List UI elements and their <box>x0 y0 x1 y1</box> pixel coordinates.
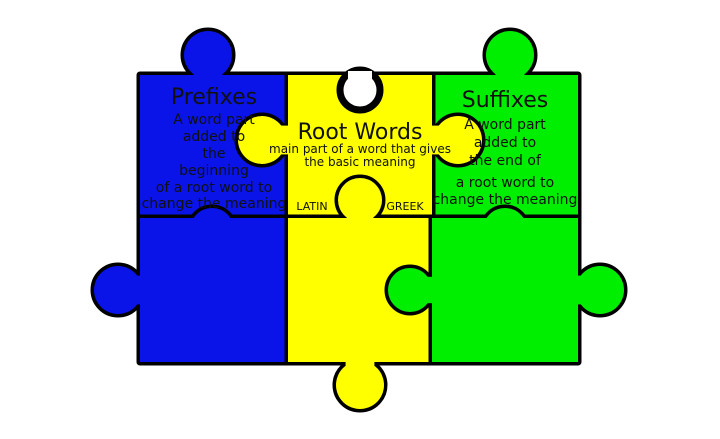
root-words-line: the basic meaning <box>304 155 415 169</box>
suffixes-title: Suffixes <box>462 88 549 113</box>
prefixes-line: A word part <box>173 112 255 128</box>
root-words-title: Root Words <box>298 120 423 145</box>
prefixes-line: beginning <box>179 163 249 179</box>
suffixes-line: the end of <box>469 153 542 169</box>
root-words-text: Root Words main part of a word that give… <box>269 120 451 213</box>
suffixes-line: a root word to <box>456 175 554 191</box>
prefix-piece-bottom <box>90 204 292 366</box>
root-piece-top <box>234 66 486 222</box>
prefixes-line: change the meaning <box>142 196 287 212</box>
root-piece-bottom <box>284 174 436 413</box>
prefixes-line: added to <box>183 129 245 145</box>
suffixes-line: added to <box>474 135 536 151</box>
prefixes-line: the <box>203 146 226 162</box>
suffixes-line: A word part <box>464 117 546 133</box>
greek-label: GREEK <box>386 200 424 213</box>
prefixes-line: of a root word to <box>156 180 272 196</box>
prefixes-text: Prefixes A word part added to the beginn… <box>142 85 287 212</box>
prefixes-title: Prefixes <box>171 85 257 110</box>
suffixes-line: change the meaning <box>433 192 578 208</box>
root-words-line: main part of a word that gives <box>269 142 451 156</box>
suffix-piece-bottom <box>384 204 628 366</box>
suffixes-text: Suffixes A word part added to the end of… <box>433 88 578 208</box>
latin-label: LATIN <box>296 200 327 213</box>
